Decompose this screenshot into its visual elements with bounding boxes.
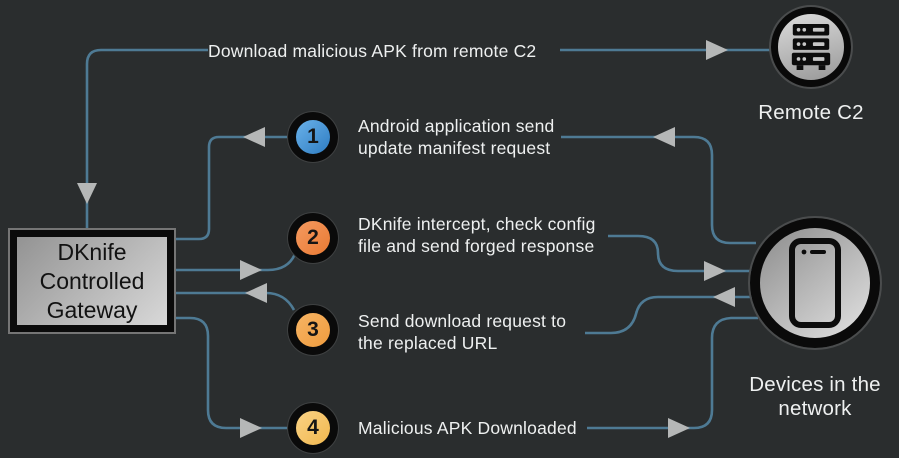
- top-flow-label: Download malicious APK from remote C2: [208, 41, 537, 61]
- smartphone-icon: [789, 238, 841, 328]
- step-2-badge: 2: [287, 212, 339, 264]
- step-1-text: Android application send update manifest…: [358, 116, 628, 159]
- step-3-badge: 3: [287, 304, 339, 356]
- devices-label: Devices in the network: [725, 373, 899, 421]
- arrow-right-step2-device-icon: [704, 261, 726, 281]
- gateway-label-line3: Gateway: [46, 296, 138, 323]
- server-icon: [791, 24, 831, 70]
- arrow-right-step4-device-icon: [668, 418, 690, 438]
- step-2-number: 2: [307, 226, 319, 249]
- step-3-line2: the replaced URL: [358, 332, 498, 353]
- line-step3-to-gateway: [172, 291, 296, 311]
- arrow-left-step1-right-icon: [653, 127, 675, 147]
- line-device-to-step1: [561, 135, 756, 245]
- gateway-label-line1: DKnife: [57, 238, 127, 265]
- gateway-label-line2: Controlled: [39, 267, 145, 294]
- step-1-number: 1: [307, 125, 319, 148]
- gateway-node: DKnife Controlled Gateway: [8, 228, 176, 334]
- line-step2-to-device: [608, 234, 756, 273]
- arrow-left-step1-icon: [243, 127, 265, 147]
- step-2-text: DKnife intercept, check config file and …: [358, 214, 628, 257]
- line-step4-to-device: [587, 316, 758, 430]
- step-2-line1: DKnife intercept, check config: [358, 214, 596, 234]
- arrow-right-step2-icon: [240, 260, 262, 280]
- step-3-line1: Send download request to: [358, 311, 567, 331]
- step-2-line2: file and send forged response: [358, 235, 595, 256]
- devices-node: [748, 216, 882, 350]
- arrow-left-step3-device-icon: [713, 287, 735, 307]
- line-c2-to-gateway: [85, 48, 208, 228]
- step-4-number: 4: [307, 416, 319, 439]
- step-3-text: Send download request to the replaced UR…: [358, 311, 628, 354]
- step-3-number: 3: [307, 318, 319, 341]
- line-step1-to-gateway: [172, 135, 289, 241]
- step-1-badge: 1: [287, 111, 339, 163]
- step-4-text: Malicious APK Downloaded: [358, 418, 628, 440]
- step-1-line2: update manifest request: [358, 137, 551, 158]
- arrow-right-to-c2-icon: [706, 40, 728, 60]
- arrow-left-step3-icon: [245, 283, 267, 303]
- line-device-to-step3: [585, 295, 756, 335]
- line-gateway-to-step4: [172, 316, 289, 430]
- arrow-right-step4-icon: [240, 418, 262, 438]
- devices-label-line1: Devices in the: [749, 373, 881, 396]
- line-gateway-to-step2: [172, 253, 297, 272]
- remote-c2-node: [769, 5, 853, 89]
- step-1-line1: Android application send: [358, 116, 555, 136]
- arrow-down-into-gateway-icon: [77, 183, 97, 204]
- step-4-line1: Malicious APK Downloaded: [358, 418, 577, 438]
- step-4-badge: 4: [287, 402, 339, 454]
- devices-label-line2: network: [778, 397, 852, 420]
- remote-c2-label: Remote C2: [758, 101, 864, 124]
